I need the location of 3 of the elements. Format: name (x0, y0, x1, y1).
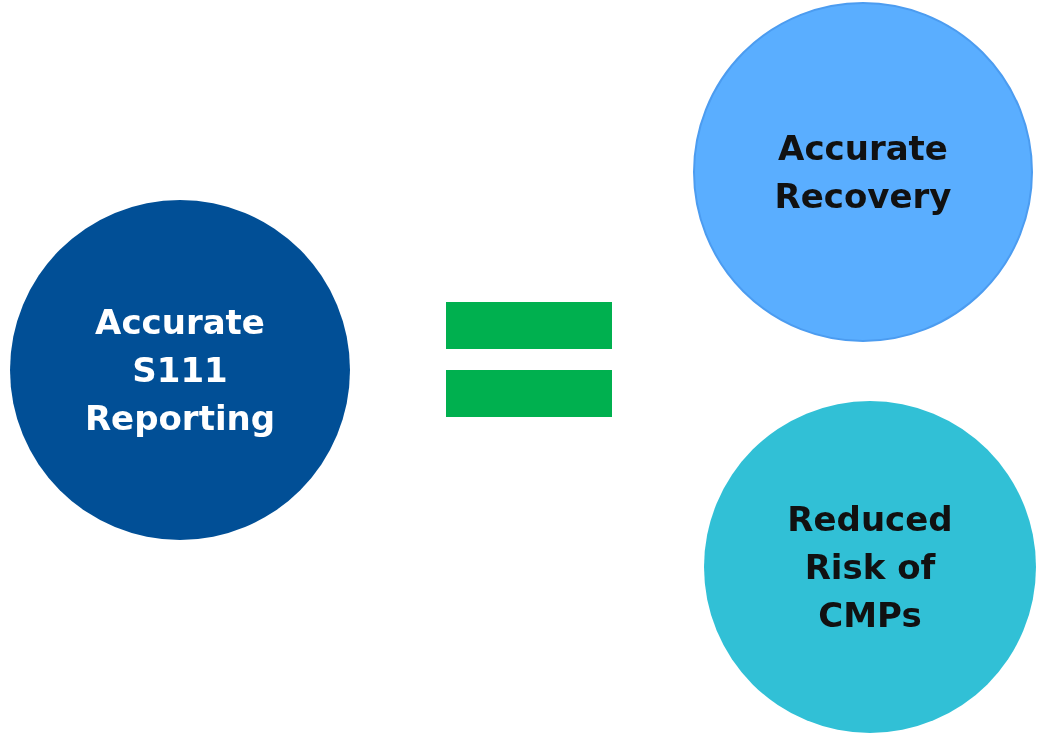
node-label: Accurate Recovery (773, 127, 953, 218)
node-label: Accurate S111 Reporting (83, 301, 277, 440)
node-label: Reduced Risk of CMPs (786, 498, 954, 637)
